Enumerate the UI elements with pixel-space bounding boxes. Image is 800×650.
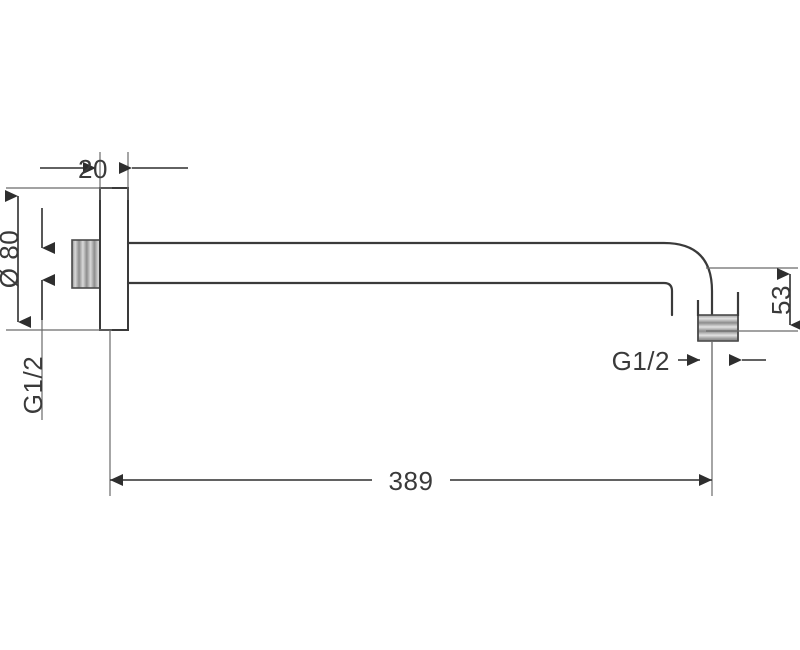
arm-inner-profile: [126, 281, 674, 317]
outlet-thread-nipple: [697, 314, 739, 342]
dim-length-label-backing: [372, 462, 450, 496]
dim-label-projection-length: 389: [389, 466, 434, 496]
arm-outer-profile: [126, 241, 714, 317]
dimension-inlet-thread: G1/2: [18, 208, 55, 414]
inlet-thread-stub: [71, 239, 105, 289]
outlet-body-sides: [696, 292, 740, 316]
dim-label-outlet-thread: G1/2: [612, 346, 670, 376]
arm-tube-and-elbow: [126, 241, 714, 317]
wall-flange-plate: [99, 187, 129, 331]
dim-label-drop-height: 53: [766, 285, 796, 315]
outlet-thread-edges: [697, 315, 739, 341]
wall-flange: [99, 187, 129, 331]
dim-label-flange-thickness: 20: [78, 154, 108, 184]
dim-label-inlet-thread: G1/2: [18, 356, 48, 414]
dimension-outlet-thread: G1/2: [612, 346, 766, 376]
shower-arm-geometry: [71, 187, 740, 342]
outlet-thread-body: [697, 314, 739, 342]
dimension-flange-thickness: 20: [40, 154, 188, 184]
inlet-thread-body: [71, 239, 105, 289]
dimension-flange-diameter: Ø 80: [0, 190, 31, 328]
dimension-drop-height: 53: [766, 268, 800, 331]
dim-label-flange-diameter: Ø 80: [0, 230, 24, 288]
dimension-projection-length: 389: [110, 462, 712, 496]
